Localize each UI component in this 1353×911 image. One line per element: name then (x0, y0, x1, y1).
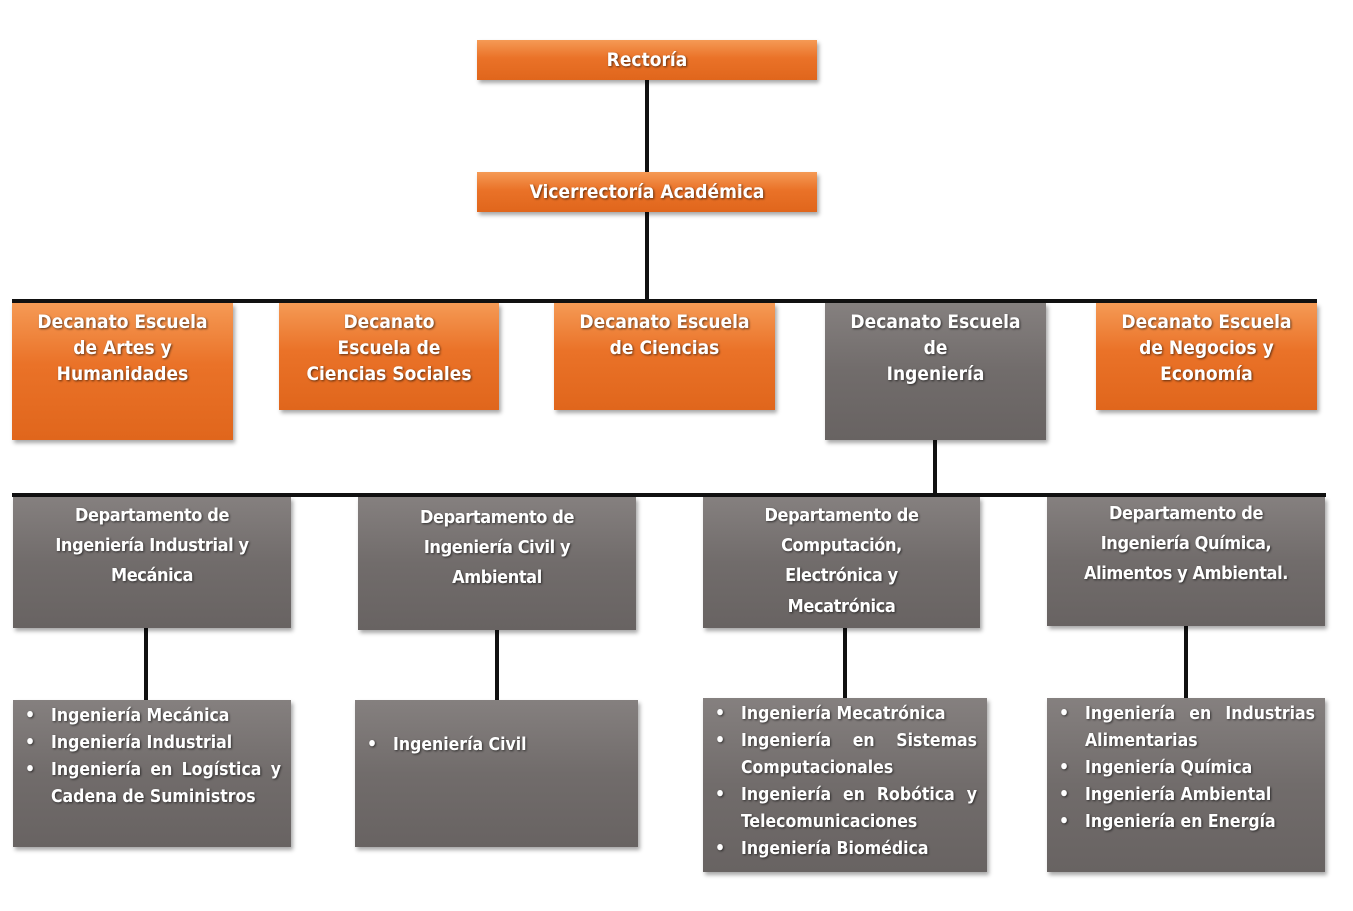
decanato-ciencias: Decanato Escuela de Ciencias (554, 303, 775, 410)
programa-item: Ingeniería Biomédica (703, 836, 977, 863)
decanato-ciencias-sociales: Decanato Escuela de Ciencias Sociales (279, 303, 499, 410)
programas-list-4: Ingeniería en Industrias Alimentarias In… (1047, 698, 1325, 836)
connector-dept-4-programs (1184, 626, 1188, 698)
rectoria-box: Rectoría (477, 40, 817, 80)
programa-item: Ingeniería Ambiental (1047, 782, 1315, 809)
decanato-line: Economía (1160, 363, 1253, 386)
programa-item: Ingeniería en Industrias Alimentarias (1047, 701, 1315, 755)
connector-dept-2-programs (495, 630, 499, 700)
decanato-line: Humanidades (56, 363, 189, 386)
programa-item: Ingeniería Industrial (13, 730, 281, 757)
programa-item: Ingeniería en Robótica y Telecomunicacio… (703, 782, 977, 836)
decanato-line: de Negocios y (1139, 337, 1274, 360)
departamento-line: Alimentos y Ambiental. (1084, 563, 1288, 585)
departamento-line: Mecánica (110, 565, 194, 587)
departamento-line: Electrónica y (785, 565, 898, 587)
vicerrectoria-label: Vicerrectoría Académica (529, 180, 765, 203)
departamento-line: Mecatrónica (787, 595, 896, 617)
departamento-civil-ambiental: Departamento de Ingeniería Civil y Ambie… (358, 497, 636, 630)
decanato-line: de (923, 337, 948, 360)
decanato-line: de Artes y (73, 337, 172, 360)
departamento-line: Departamento de (74, 505, 230, 526)
decanato-line: Ingeniería (886, 363, 985, 386)
decanato-negocios-economia: Decanato Escuela de Negocios y Economía (1096, 303, 1317, 410)
programa-item: Ingeniería Mecatrónica (703, 701, 977, 728)
departamento-computacion-electronica-mecatronica: Departamento de Computación, Electrónica… (703, 497, 980, 628)
rectoria-label: Rectoría (606, 48, 688, 71)
decanato-ingenieria: Decanato Escuela de Ingeniería (825, 303, 1046, 440)
programa-item: Ingeniería Química (1047, 755, 1315, 782)
decanato-line: Escuela de (337, 337, 441, 360)
vicerrectoria-box: Vicerrectoría Académica (477, 172, 817, 212)
decanato-line: Decanato Escuela (850, 311, 1021, 333)
decanato-artes-humanidades: Decanato Escuela de Artes y Humanidades (12, 303, 233, 440)
programa-item: Ingeniería en Energía (1047, 809, 1315, 836)
programa-item: Ingeniería en Logística y Cadena de Sumi… (13, 757, 281, 811)
decanato-line: de Ciencias (609, 337, 720, 360)
programas-list-2: Ingeniería Civil (355, 729, 638, 759)
departamento-line: Computación, (781, 535, 902, 557)
connector-vicerrectoria-bus (645, 212, 649, 302)
programas-box-2 (355, 700, 638, 847)
connector-decanatos-bus (12, 299, 1317, 303)
departamento-line: Departamento de (1108, 503, 1264, 524)
programa-item: Ingeniería Civil (355, 732, 628, 759)
departamento-line: Departamento de (419, 507, 575, 528)
departamento-quimica-alimentos-ambiental: Departamento de Ingeniería Química, Alim… (1047, 497, 1325, 626)
departamento-industrial-mecanica: Departamento de Ingeniería Industrial y … (13, 497, 291, 628)
decanato-line: Decanato (343, 311, 435, 333)
decanato-line: Decanato Escuela (37, 311, 208, 333)
programa-item: Ingeniería Mecánica (13, 703, 281, 730)
connector-departamentos-bus (12, 493, 1326, 497)
connector-rectoria-vicerrectoria (645, 80, 649, 172)
decanato-line: Ciencias Sociales (306, 363, 472, 386)
connector-dept-3-programs (843, 628, 847, 698)
connector-ingenieria-down (933, 440, 937, 496)
departamento-line: Ingeniería Civil y (423, 537, 571, 559)
departamento-line: Ambiental (452, 567, 542, 589)
decanato-line: Decanato Escuela (579, 311, 750, 333)
programas-list-3: Ingeniería Mecatrónica Ingeniería en Sis… (703, 698, 987, 863)
programa-item: Ingeniería en Sistemas Computacionales (703, 728, 977, 782)
programas-list-1: Ingeniería Mecánica Ingeniería Industria… (13, 700, 291, 811)
departamento-line: Ingeniería Química, (1100, 533, 1272, 555)
departamento-line: Departamento de (764, 505, 919, 526)
departamento-line: Ingeniería Industrial y (55, 535, 249, 557)
decanato-line: Decanato Escuela (1121, 311, 1292, 333)
connector-dept-1-programs (144, 628, 148, 700)
